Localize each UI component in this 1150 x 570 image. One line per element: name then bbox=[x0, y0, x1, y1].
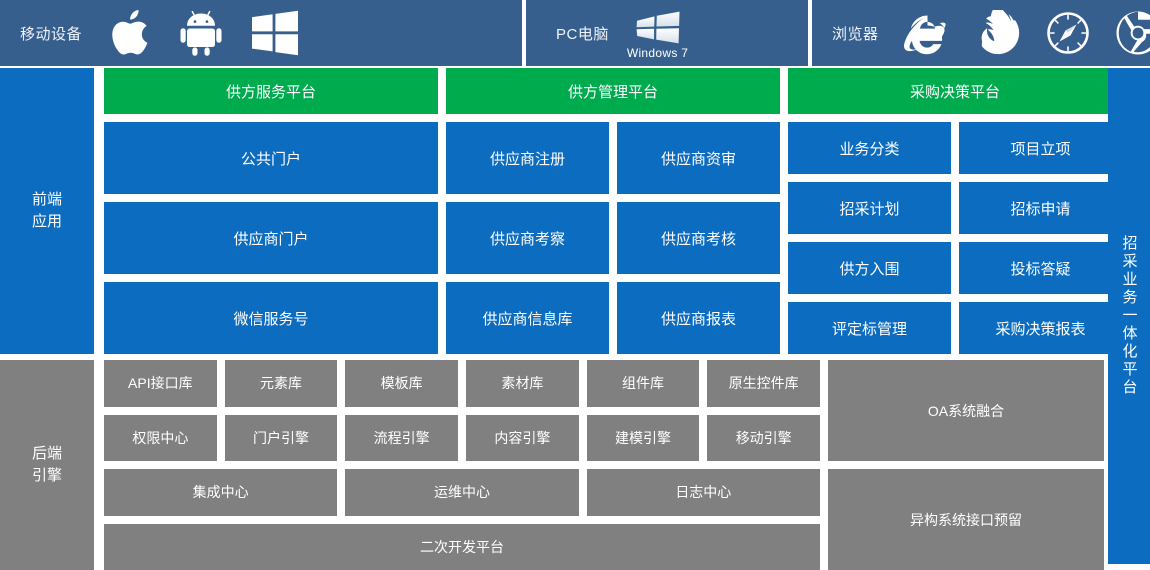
frontend-section: 前端 应用 供方服务平台 公共门户 供应商门户 微信服务号 bbox=[0, 68, 1150, 354]
right-vertical-banner: 招采业务一体化平台 bbox=[1108, 68, 1150, 564]
card-row: 供应商信息库 供应商报表 bbox=[446, 282, 780, 354]
backend-body: API接口库 元素库 模板库 素材库 组件库 原生控件库 权限中心 门户引擎 流… bbox=[98, 360, 1150, 570]
backend-right-grid: OA系统融合 异构系统接口预留 bbox=[828, 360, 1104, 570]
backend-heterogeneous-row: 异构系统接口预留 bbox=[828, 469, 1104, 570]
card-row: 公共门户 bbox=[104, 122, 438, 194]
card-mobile-engine[interactable]: 移动引擎 bbox=[707, 415, 820, 462]
card-secondary-development-platform[interactable]: 二次开发平台 bbox=[104, 524, 820, 570]
card-row: 供应商考察 供应商考核 bbox=[446, 202, 780, 274]
header-segment-browsers: 浏览器 bbox=[812, 0, 1150, 66]
safari-icon bbox=[1045, 10, 1091, 56]
card-public-portal[interactable]: 公共门户 bbox=[104, 122, 438, 194]
card-material-library[interactable]: 素材库 bbox=[466, 360, 579, 407]
card-supplier-portal[interactable]: 供应商门户 bbox=[104, 202, 438, 274]
card-bid-evaluation-management[interactable]: 评定标管理 bbox=[788, 302, 951, 354]
card-row: 供方入围 投标答疑 bbox=[788, 242, 1122, 294]
card-row: 微信服务号 bbox=[104, 282, 438, 354]
backend-oa-row: OA系统融合 bbox=[828, 360, 1104, 461]
card-supplier-report[interactable]: 供应商报表 bbox=[617, 282, 780, 354]
column-supplier-management-platform: 供方管理平台 供应商注册 供应商资审 供应商考察 供应商考核 供应商信息库 供应… bbox=[446, 68, 780, 354]
card-modeling-engine[interactable]: 建模引擎 bbox=[587, 415, 700, 462]
card-integration-center[interactable]: 集成中心 bbox=[104, 469, 337, 516]
windows7-caption: Windows 7 bbox=[627, 46, 688, 60]
backend-secondary-dev-row: 二次开发平台 bbox=[104, 524, 820, 570]
card-row: 招采计划 招标申请 bbox=[788, 182, 1122, 234]
card-business-classification[interactable]: 业务分类 bbox=[788, 122, 951, 174]
card-row: 供应商注册 供应商资审 bbox=[446, 122, 780, 194]
platform-header-supplier-service[interactable]: 供方服务平台 bbox=[104, 68, 438, 114]
card-process-engine[interactable]: 流程引擎 bbox=[345, 415, 458, 462]
header-segment-mobile-devices: 移动设备 bbox=[0, 0, 522, 66]
card-heterogeneous-interface-reserved[interactable]: 异构系统接口预留 bbox=[828, 469, 1104, 570]
backend-engine-row: 权限中心 门户引擎 流程引擎 内容引擎 建模引擎 移动引擎 bbox=[104, 415, 820, 462]
platform-header-supplier-management[interactable]: 供方管理平台 bbox=[446, 68, 780, 114]
column-supplier-service-platform: 供方服务平台 公共门户 供应商门户 微信服务号 bbox=[104, 68, 438, 354]
windows-phone-icon bbox=[252, 10, 298, 56]
card-native-control-library[interactable]: 原生控件库 bbox=[707, 360, 820, 407]
frontend-columns: 供方服务平台 公共门户 供应商门户 微信服务号 供方管理平台 bbox=[98, 68, 1150, 354]
card-supplier-qualification-review[interactable]: 供应商资审 bbox=[617, 122, 780, 194]
platform-header-purchase-decision[interactable]: 采购决策平台 bbox=[788, 68, 1122, 114]
card-purchase-decision-report[interactable]: 采购决策报表 bbox=[959, 302, 1122, 354]
backend-section: 后端 引擎 API接口库 元素库 模板库 素材库 组件库 原生控件库 权限中心 … bbox=[0, 360, 1150, 570]
header-segment-pc-computer: PC电脑 bbox=[526, 0, 808, 66]
card-template-library[interactable]: 模板库 bbox=[345, 360, 458, 407]
android-icon bbox=[180, 10, 222, 56]
card-log-center[interactable]: 日志中心 bbox=[587, 469, 820, 516]
card-stack-supplier-service: 公共门户 供应商门户 微信服务号 bbox=[104, 122, 438, 354]
pc-icon-row: Windows 7 bbox=[627, 7, 808, 60]
card-api-library[interactable]: API接口库 bbox=[104, 360, 217, 407]
card-supplier-shortlist[interactable]: 供方入围 bbox=[788, 242, 951, 294]
column-purchase-decision-platform: 采购决策平台 业务分类 项目立项 招采计划 招标申请 供方入围 投标答疑 bbox=[788, 68, 1122, 354]
card-supplier-registration[interactable]: 供应商注册 bbox=[446, 122, 609, 194]
card-project-initiation[interactable]: 项目立项 bbox=[959, 122, 1122, 174]
card-component-library[interactable]: 组件库 bbox=[587, 360, 700, 407]
browser-icon-row bbox=[903, 10, 1150, 56]
backend-side-label: 后端 引擎 bbox=[0, 360, 94, 570]
card-portal-engine[interactable]: 门户引擎 bbox=[225, 415, 338, 462]
apple-icon bbox=[110, 10, 150, 56]
card-row: 供应商门户 bbox=[104, 202, 438, 274]
chrome-icon bbox=[1115, 10, 1150, 56]
firefox-icon bbox=[975, 10, 1021, 56]
card-procurement-plan[interactable]: 招采计划 bbox=[788, 182, 951, 234]
card-operation-center[interactable]: 运维中心 bbox=[345, 469, 578, 516]
card-stack-supplier-management: 供应商注册 供应商资审 供应商考察 供应商考核 供应商信息库 供应商报表 bbox=[446, 122, 780, 354]
right-vertical-banner-label: 招采业务一体化平台 bbox=[1122, 235, 1137, 397]
card-element-library[interactable]: 元素库 bbox=[225, 360, 338, 407]
header-label-browsers: 浏览器 bbox=[832, 23, 879, 44]
card-supplier-inspection[interactable]: 供应商考察 bbox=[446, 202, 609, 274]
card-supplier-information-base[interactable]: 供应商信息库 bbox=[446, 282, 609, 354]
windows7-icon: Windows 7 bbox=[627, 11, 688, 60]
header-label-mobile-devices: 移动设备 bbox=[20, 23, 82, 44]
frontend-side-label: 前端 应用 bbox=[0, 68, 94, 354]
backend-left-grid: API接口库 元素库 模板库 素材库 组件库 原生控件库 权限中心 门户引擎 流… bbox=[104, 360, 820, 570]
card-row: 业务分类 项目立项 bbox=[788, 122, 1122, 174]
card-permission-center[interactable]: 权限中心 bbox=[104, 415, 217, 462]
card-row: 评定标管理 采购决策报表 bbox=[788, 302, 1122, 354]
mobile-icon-row bbox=[110, 10, 522, 56]
card-bid-clarification[interactable]: 投标答疑 bbox=[959, 242, 1122, 294]
card-content-engine[interactable]: 内容引擎 bbox=[466, 415, 579, 462]
card-stack-purchase-decision: 业务分类 项目立项 招采计划 招标申请 供方入围 投标答疑 评定标管理 采购决策… bbox=[788, 122, 1122, 354]
card-oa-system-integration[interactable]: OA系统融合 bbox=[828, 360, 1104, 461]
backend-center-row: 集成中心 运维中心 日志中心 bbox=[104, 469, 820, 516]
card-supplier-assessment[interactable]: 供应商考核 bbox=[617, 202, 780, 274]
card-wechat-service-account[interactable]: 微信服务号 bbox=[104, 282, 438, 354]
card-bidding-application[interactable]: 招标申请 bbox=[959, 182, 1122, 234]
internet-explorer-icon bbox=[903, 10, 951, 56]
backend-library-row: API接口库 元素库 模板库 素材库 组件库 原生控件库 bbox=[104, 360, 820, 407]
channel-header: 移动设备 bbox=[0, 0, 1150, 66]
header-label-pc-computer: PC电脑 bbox=[556, 23, 609, 44]
